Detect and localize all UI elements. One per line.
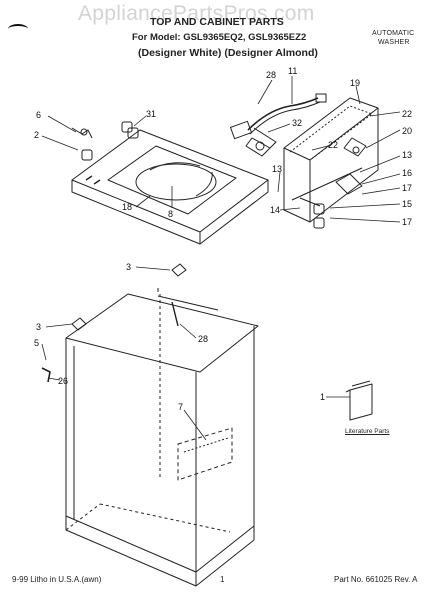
washer-top-panel <box>71 129 269 245</box>
callout-20: 20 <box>402 126 412 136</box>
wire-harness <box>229 93 327 149</box>
console-backsplash <box>283 97 379 223</box>
callout-11: 11 <box>288 66 297 76</box>
model-line: For Model: GSL9365EQ2, GSL9365EZ2 <box>132 32 307 43</box>
footer-part-number: Part No. 661025 Rev. A <box>334 575 418 584</box>
literature-parts-label: Literature Parts <box>345 428 390 435</box>
callout-17-upper: 17 <box>402 183 412 193</box>
callout-28-lower: 28 <box>198 334 208 344</box>
callout-28-top: 28 <box>266 70 276 80</box>
callout-32: 32 <box>292 118 302 128</box>
callout-1: 1 <box>320 392 325 402</box>
hinge-bracket-assembly <box>299 137 367 229</box>
callout-numbers: 28 11 19 31 6 22 32 20 2 22 13 16 8 18 1… <box>34 66 412 412</box>
product-type-line1: AUTOMATIC <box>372 30 415 37</box>
callout-8: 8 <box>168 209 173 219</box>
cabinet-clips <box>41 263 187 383</box>
cabinet <box>65 288 259 587</box>
diagram-title: TOP AND CABINET PARTS <box>150 16 284 28</box>
footer-page-number: 1 <box>220 575 225 584</box>
callout-5: 5 <box>34 338 39 348</box>
callout-31: 31 <box>146 109 156 119</box>
callout-7: 7 <box>178 402 183 412</box>
callout-22-right: 22 <box>402 109 412 119</box>
cabinet-front-panel-detail <box>177 427 233 481</box>
callout-19: 19 <box>350 78 360 88</box>
callout-15: 15 <box>402 199 412 209</box>
callout-13-left: 13 <box>272 164 282 174</box>
callout-18: 18 <box>122 202 132 212</box>
product-type-line2: WASHER <box>378 39 410 46</box>
lid-switch-assembly <box>245 137 271 157</box>
callout-14: 14 <box>270 205 280 215</box>
callout-17-lower: 17 <box>402 217 412 227</box>
callout-2: 2 <box>34 130 39 140</box>
callout-16: 16 <box>402 168 412 178</box>
callout-6: 6 <box>36 110 41 120</box>
callout-26: 26 <box>58 376 68 386</box>
literature-booklet <box>345 380 373 421</box>
watermark: AppliancePartsPros.com <box>78 2 315 25</box>
cabinet-lid-hinge <box>71 121 139 161</box>
footer-print-info: 9-99 Litho in U.S.A.(awn) <box>12 575 102 584</box>
color-variants: (Designer White) (Designer Almond) <box>138 47 318 59</box>
callout-13-right: 13 <box>402 150 412 160</box>
callout-3-upper: 3 <box>126 262 131 272</box>
leader-lines <box>41 76 401 441</box>
callout-3-lower: 3 <box>36 322 41 332</box>
brand-logo-swoosh <box>8 24 28 34</box>
callout-22-mid: 22 <box>328 140 338 150</box>
